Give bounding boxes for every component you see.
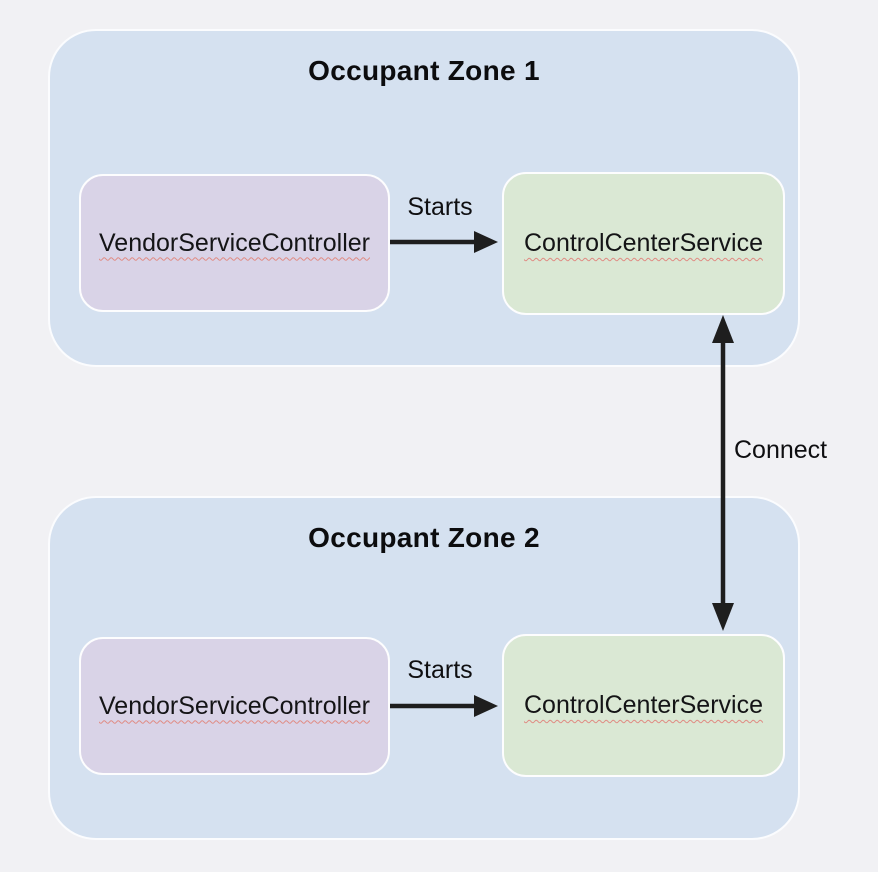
occupant-zone-1: Occupant Zone 1 VendorServiceController …	[48, 29, 800, 367]
zone-1-control-center-service-node: ControlCenterService	[502, 172, 785, 315]
zone-2-title: Occupant Zone 2	[308, 522, 540, 553]
zone-2-control-center-service-node: ControlCenterService	[502, 634, 785, 777]
connect-edge-label: Connect	[734, 436, 828, 464]
occupant-zone-2: Occupant Zone 2 VendorServiceController …	[48, 496, 800, 840]
zone-1-control-center-service-label: ControlCenterService	[524, 229, 763, 257]
zone-1-starts-edge-label: Starts	[407, 193, 473, 221]
zone-2-starts-edge-label: Starts	[407, 656, 473, 684]
zone-2-control-center-service-label: ControlCenterService	[524, 691, 763, 719]
zone-1-vendor-service-controller-node: VendorServiceController	[79, 174, 390, 312]
zone-1-title: Occupant Zone 1	[308, 55, 540, 86]
zone-2-vendor-service-controller-label: VendorServiceController	[99, 691, 370, 720]
zone-2-vendor-service-controller-node: VendorServiceController	[79, 637, 390, 775]
zone-1-vendor-service-controller-label: VendorServiceController	[99, 228, 370, 257]
